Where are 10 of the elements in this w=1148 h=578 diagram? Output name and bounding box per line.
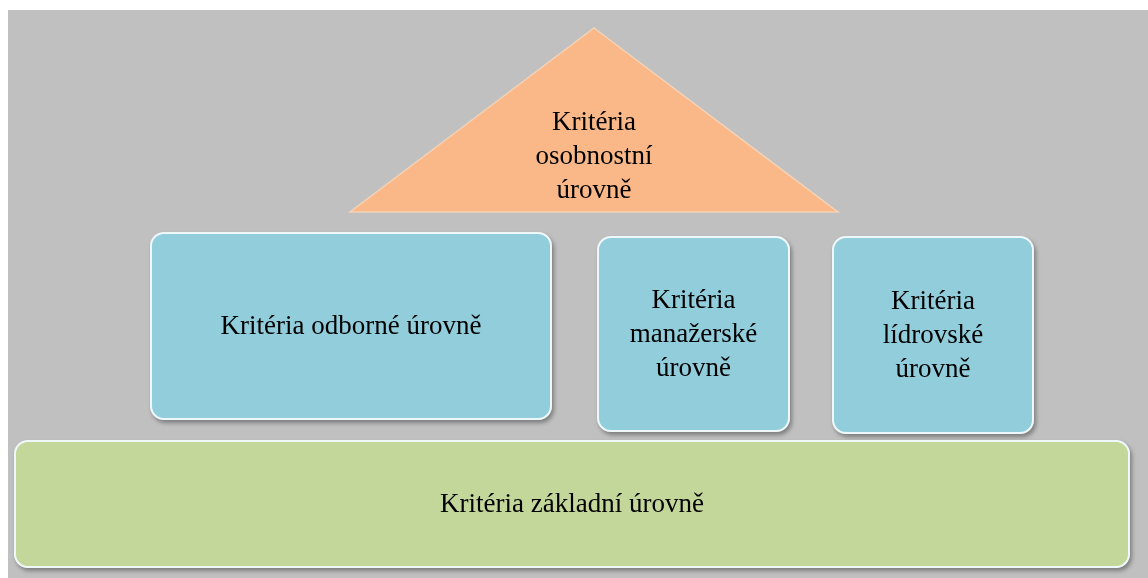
- level-label: Kritéria základní úrovně: [440, 487, 704, 521]
- level-label: Kritéria osobnostní úrovně: [534, 105, 654, 206]
- level-box: [14, 440, 1130, 568]
- level-label: Kritéria odborné úrovně: [220, 309, 482, 343]
- level-box: [150, 232, 552, 420]
- level-label: Kritéria manažerské úrovně: [628, 283, 759, 384]
- level-box: [597, 236, 790, 432]
- level-box: [832, 236, 1034, 434]
- roof-triangle: [350, 28, 838, 212]
- level-label: Kritéria lídrovské úrovně: [881, 284, 985, 385]
